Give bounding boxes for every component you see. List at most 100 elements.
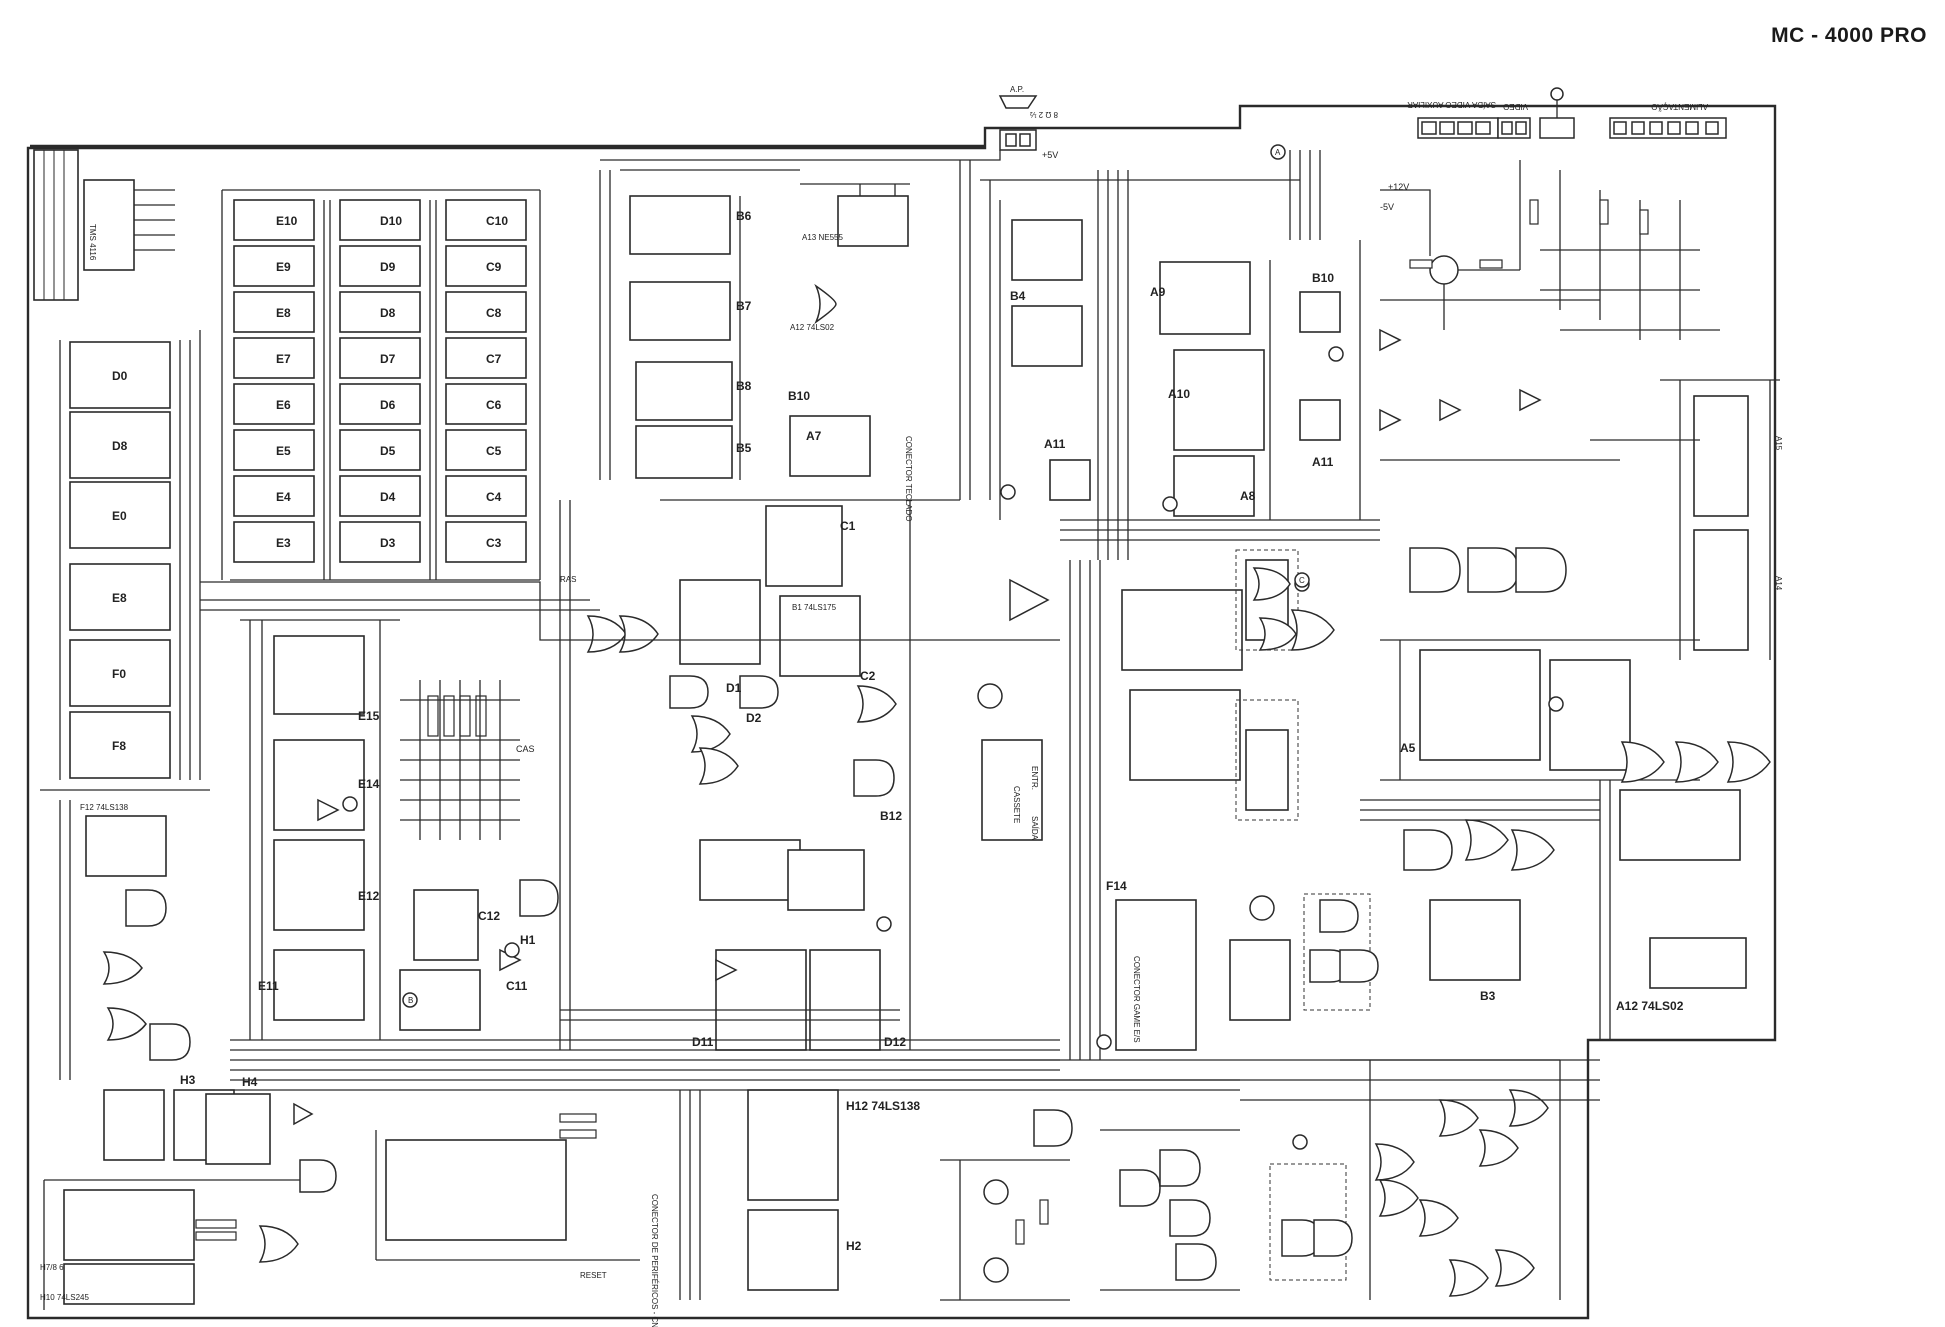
timer-555: A13 NE555	[800, 183, 910, 247]
chip-a9-label: A9	[1150, 285, 1166, 299]
peripheral-connector-label: CONECTOR DE PERIFÉRICOS - CN	[650, 1194, 659, 1327]
chip-d11-label: D11	[692, 1035, 714, 1049]
cassette-connector: CASSETE ENTR. SAÍDA	[977, 578, 1050, 841]
video-shift-registers: B4 A9 A10 B10 A11 A11 A8	[980, 170, 1361, 560]
video-mux-a5: A5	[1380, 639, 1700, 781]
chip-c10-label: C10	[486, 214, 508, 228]
video-label: VIDEO	[1503, 102, 1528, 111]
chip-a10-label: A10	[1168, 387, 1190, 401]
chip-a11b-label: A11	[1312, 455, 1334, 469]
chip-e0-label: E0	[112, 509, 127, 523]
mux-c12: C12	[399, 889, 500, 1031]
chip-a8-label: A8	[1240, 489, 1256, 503]
ram-bus-wires: RAS	[221, 189, 576, 584]
chip-e10-label: E10	[276, 214, 298, 228]
cassette-label: CASSETE	[1012, 786, 1021, 823]
video-output-stage	[1380, 160, 1720, 340]
chip-a12b-label: A12 74LS02	[1616, 999, 1684, 1013]
chip-b4-label: B4	[1010, 289, 1026, 303]
io-decoder-h12: H12 74LS138 H2	[679, 1089, 920, 1300]
transistor-stage	[940, 1109, 1073, 1301]
chip-e14-label: E14	[358, 777, 380, 791]
chip-e3-label: E3	[276, 536, 291, 550]
chip-e9-label: E9	[276, 260, 291, 274]
address-mux: E15 E14 E12 E11	[240, 619, 400, 1040]
chip-e8	[69, 563, 171, 631]
peripheral-connector: CONECTOR DE PERIFÉRICOS - CN RESET	[375, 1113, 659, 1327]
chip-b10-label: B10	[788, 389, 810, 403]
chip-a15-label: A15	[1774, 436, 1783, 451]
cpu-6502: H7/8 6502 H10 74LS245	[40, 1179, 300, 1310]
resistor-array	[400, 680, 520, 840]
bus-lines	[200, 150, 1611, 1101]
chip-a14-label: A14	[1774, 576, 1783, 591]
chip-a13-label: A13 NE555	[802, 233, 843, 242]
aux-video-label: SAÍDA VIDEO AUXILIAR	[1407, 100, 1496, 109]
chip-b12-label: B12	[880, 809, 902, 823]
chip-e11-label: E11	[258, 979, 279, 993]
chip-e5-label: E5	[276, 444, 291, 458]
chip-c8-label: C8	[486, 306, 502, 320]
cassette-entr-label: ENTR.	[1030, 766, 1039, 790]
chip-h12-label: H12 74LS138	[846, 1099, 920, 1113]
chip-a5-label: A5	[1400, 741, 1416, 755]
speaker-connector: A.P. 8 Ω 2 ½	[998, 85, 1058, 151]
chip-d8b-label: D8	[380, 306, 396, 320]
chip-e0	[69, 481, 171, 549]
page-title: MC - 4000 PRO	[1771, 24, 1927, 47]
chip-c12-label: C12	[478, 909, 500, 923]
chip-e12-label: E12	[358, 889, 380, 903]
node-a-label: A	[1275, 148, 1281, 157]
chip-c2-label: C2	[860, 669, 876, 683]
chip-e4-label: E4	[276, 490, 291, 504]
chip-d1-label: D1	[726, 681, 742, 695]
chip-c5-label: C5	[486, 444, 502, 458]
chip-d8	[69, 411, 171, 479]
center-logic	[1069, 549, 1335, 1060]
ram-bank-c: C10 C9 C8 C7 C6 C5 C4 C3	[445, 199, 527, 563]
power-label: ALIMENTAÇÃO	[1651, 102, 1708, 111]
ap-ohm-label: 8 Ω 2 ½	[1029, 110, 1058, 119]
video-connector: VIDEO	[1497, 102, 1531, 139]
node-markers: A B C	[342, 144, 1564, 1150]
chip-j14-label: F14	[1106, 879, 1127, 893]
bottom-gates-b	[1269, 1059, 1561, 1300]
chip-d2-label: D2	[746, 711, 762, 725]
gates-b13-b2: B3	[1403, 819, 1555, 1003]
chip-c7-label: C7	[486, 352, 502, 366]
chip-b8-label: B8	[736, 379, 752, 393]
chip-b7-label: B7	[736, 299, 752, 313]
xor-gates-right: A12 74LS02	[1616, 741, 1771, 1013]
chip-a7-label: A7	[806, 429, 822, 443]
chip-c6-label: C6	[486, 398, 502, 412]
label-plus5v: +5V	[1042, 150, 1058, 160]
chip-d9-label: D9	[380, 260, 396, 274]
chip-c4-label: C4	[486, 490, 502, 504]
bus-buffers-h: H3 H4	[103, 1073, 337, 1193]
rom-column-left: D0 D8 E0 E8 F0 F8	[59, 330, 201, 780]
chip-d12-label: D12	[884, 1035, 906, 1049]
chip-b1-label: B1 74LS175	[792, 603, 837, 612]
board-outline	[26, 104, 1777, 1320]
chip-d4-label: D4	[380, 490, 396, 504]
chip-c1-label: C1	[840, 519, 856, 533]
chip-a12-label: A12 74LS02	[790, 323, 835, 332]
aux-video-connector: SAÍDA VIDEO AUXILIAR	[1407, 100, 1499, 139]
chip-d6-label: D6	[380, 398, 396, 412]
reset-label: RESET	[580, 1271, 607, 1280]
video-rca-connector	[1539, 87, 1575, 139]
chip-b5-label: B5	[736, 441, 752, 455]
chip-d8-label: D8	[112, 439, 128, 453]
ap-label: A.P.	[1010, 85, 1024, 94]
counter-chips-right: A15 A14	[1660, 379, 1783, 660]
label-cas: CAS	[516, 744, 535, 754]
control-logic-d: C1 B1 74LS175 D2 D1 C2 B12	[559, 499, 960, 1050]
tms4116-label: TMS 4116	[88, 224, 97, 261]
chip-d3-label: D3	[380, 536, 396, 550]
chip-e7-label: E7	[276, 352, 291, 366]
chip-f0-label: F0	[112, 667, 126, 681]
chip-e8-label: E8	[112, 591, 127, 605]
ras-label: RAS	[560, 575, 576, 584]
chip-e15-label: E15	[358, 709, 380, 723]
